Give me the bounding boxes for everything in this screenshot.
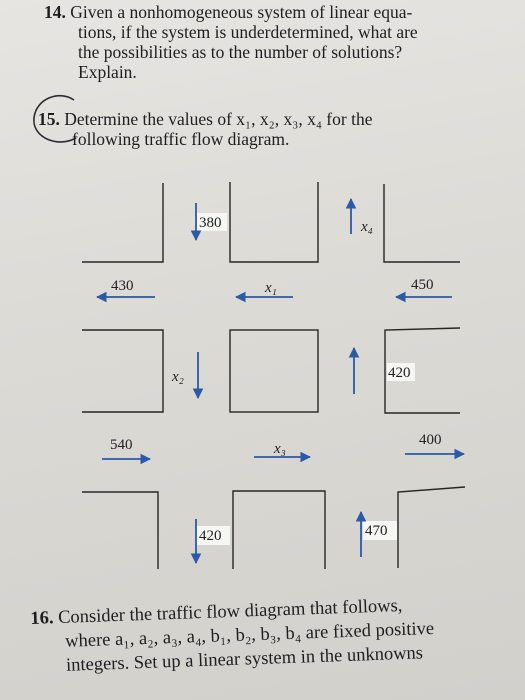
problem-14-line-4: Explain. [78, 62, 137, 82]
problem-14-number: 14. [44, 2, 66, 22]
problem-16-number: 16. [30, 608, 54, 629]
street-blocks [82, 182, 466, 569]
problem-15-line-1: Determine the values of x₁, x₂, x₃, x₄ f… [64, 109, 373, 129]
flow-label-420-bottom: 420 [199, 528, 222, 544]
block-mid-right [384, 327, 461, 414]
block-mid-left [82, 329, 164, 413]
label-box-380 [197, 213, 227, 231]
block-bottom-right [397, 486, 466, 568]
block-top-right [383, 184, 460, 263]
flow-label-420-mid: 420 [388, 365, 411, 381]
problem-14-line-1: Given a nonhomogeneous system of linear … [70, 2, 413, 22]
flow-label-380: 380 [199, 215, 222, 231]
block-bottom-middle [232, 490, 326, 569]
var-label-x1: x₁ [264, 280, 277, 296]
problem-15-number: 15. [38, 109, 60, 129]
label-box-420-bottom [196, 526, 230, 545]
block-top-left [82, 183, 164, 263]
block-mid-middle [229, 329, 319, 413]
problem-15-line-2: following traffic flow diagram. [72, 129, 290, 149]
problem-14: 14. Given a nonhomogeneous system of lin… [44, 2, 484, 82]
flow-label-470: 470 [365, 523, 388, 539]
problem-15: 15. Determine the values of x₁, x₂, x₃, … [38, 109, 488, 149]
label-box-470 [363, 521, 397, 540]
var-label-x3: x₃ [273, 441, 286, 457]
var-label-x2: x₂ [171, 369, 184, 385]
var-label-x4: x₄ [360, 219, 373, 235]
block-bottom-left [82, 491, 159, 569]
flow-label-430: 430 [111, 278, 134, 294]
problem-14-line-2: tions, if the system is underdetermined,… [78, 22, 418, 42]
flow-label-540: 540 [110, 437, 133, 453]
pen-circle-mark [33, 94, 77, 143]
flow-label-450: 450 [411, 277, 434, 293]
flow-label-400: 400 [419, 432, 442, 448]
block-top-middle [229, 182, 319, 263]
problem-14-line-3: the possibilities as to the number of so… [78, 42, 403, 62]
label-box-420-mid [387, 363, 415, 381]
